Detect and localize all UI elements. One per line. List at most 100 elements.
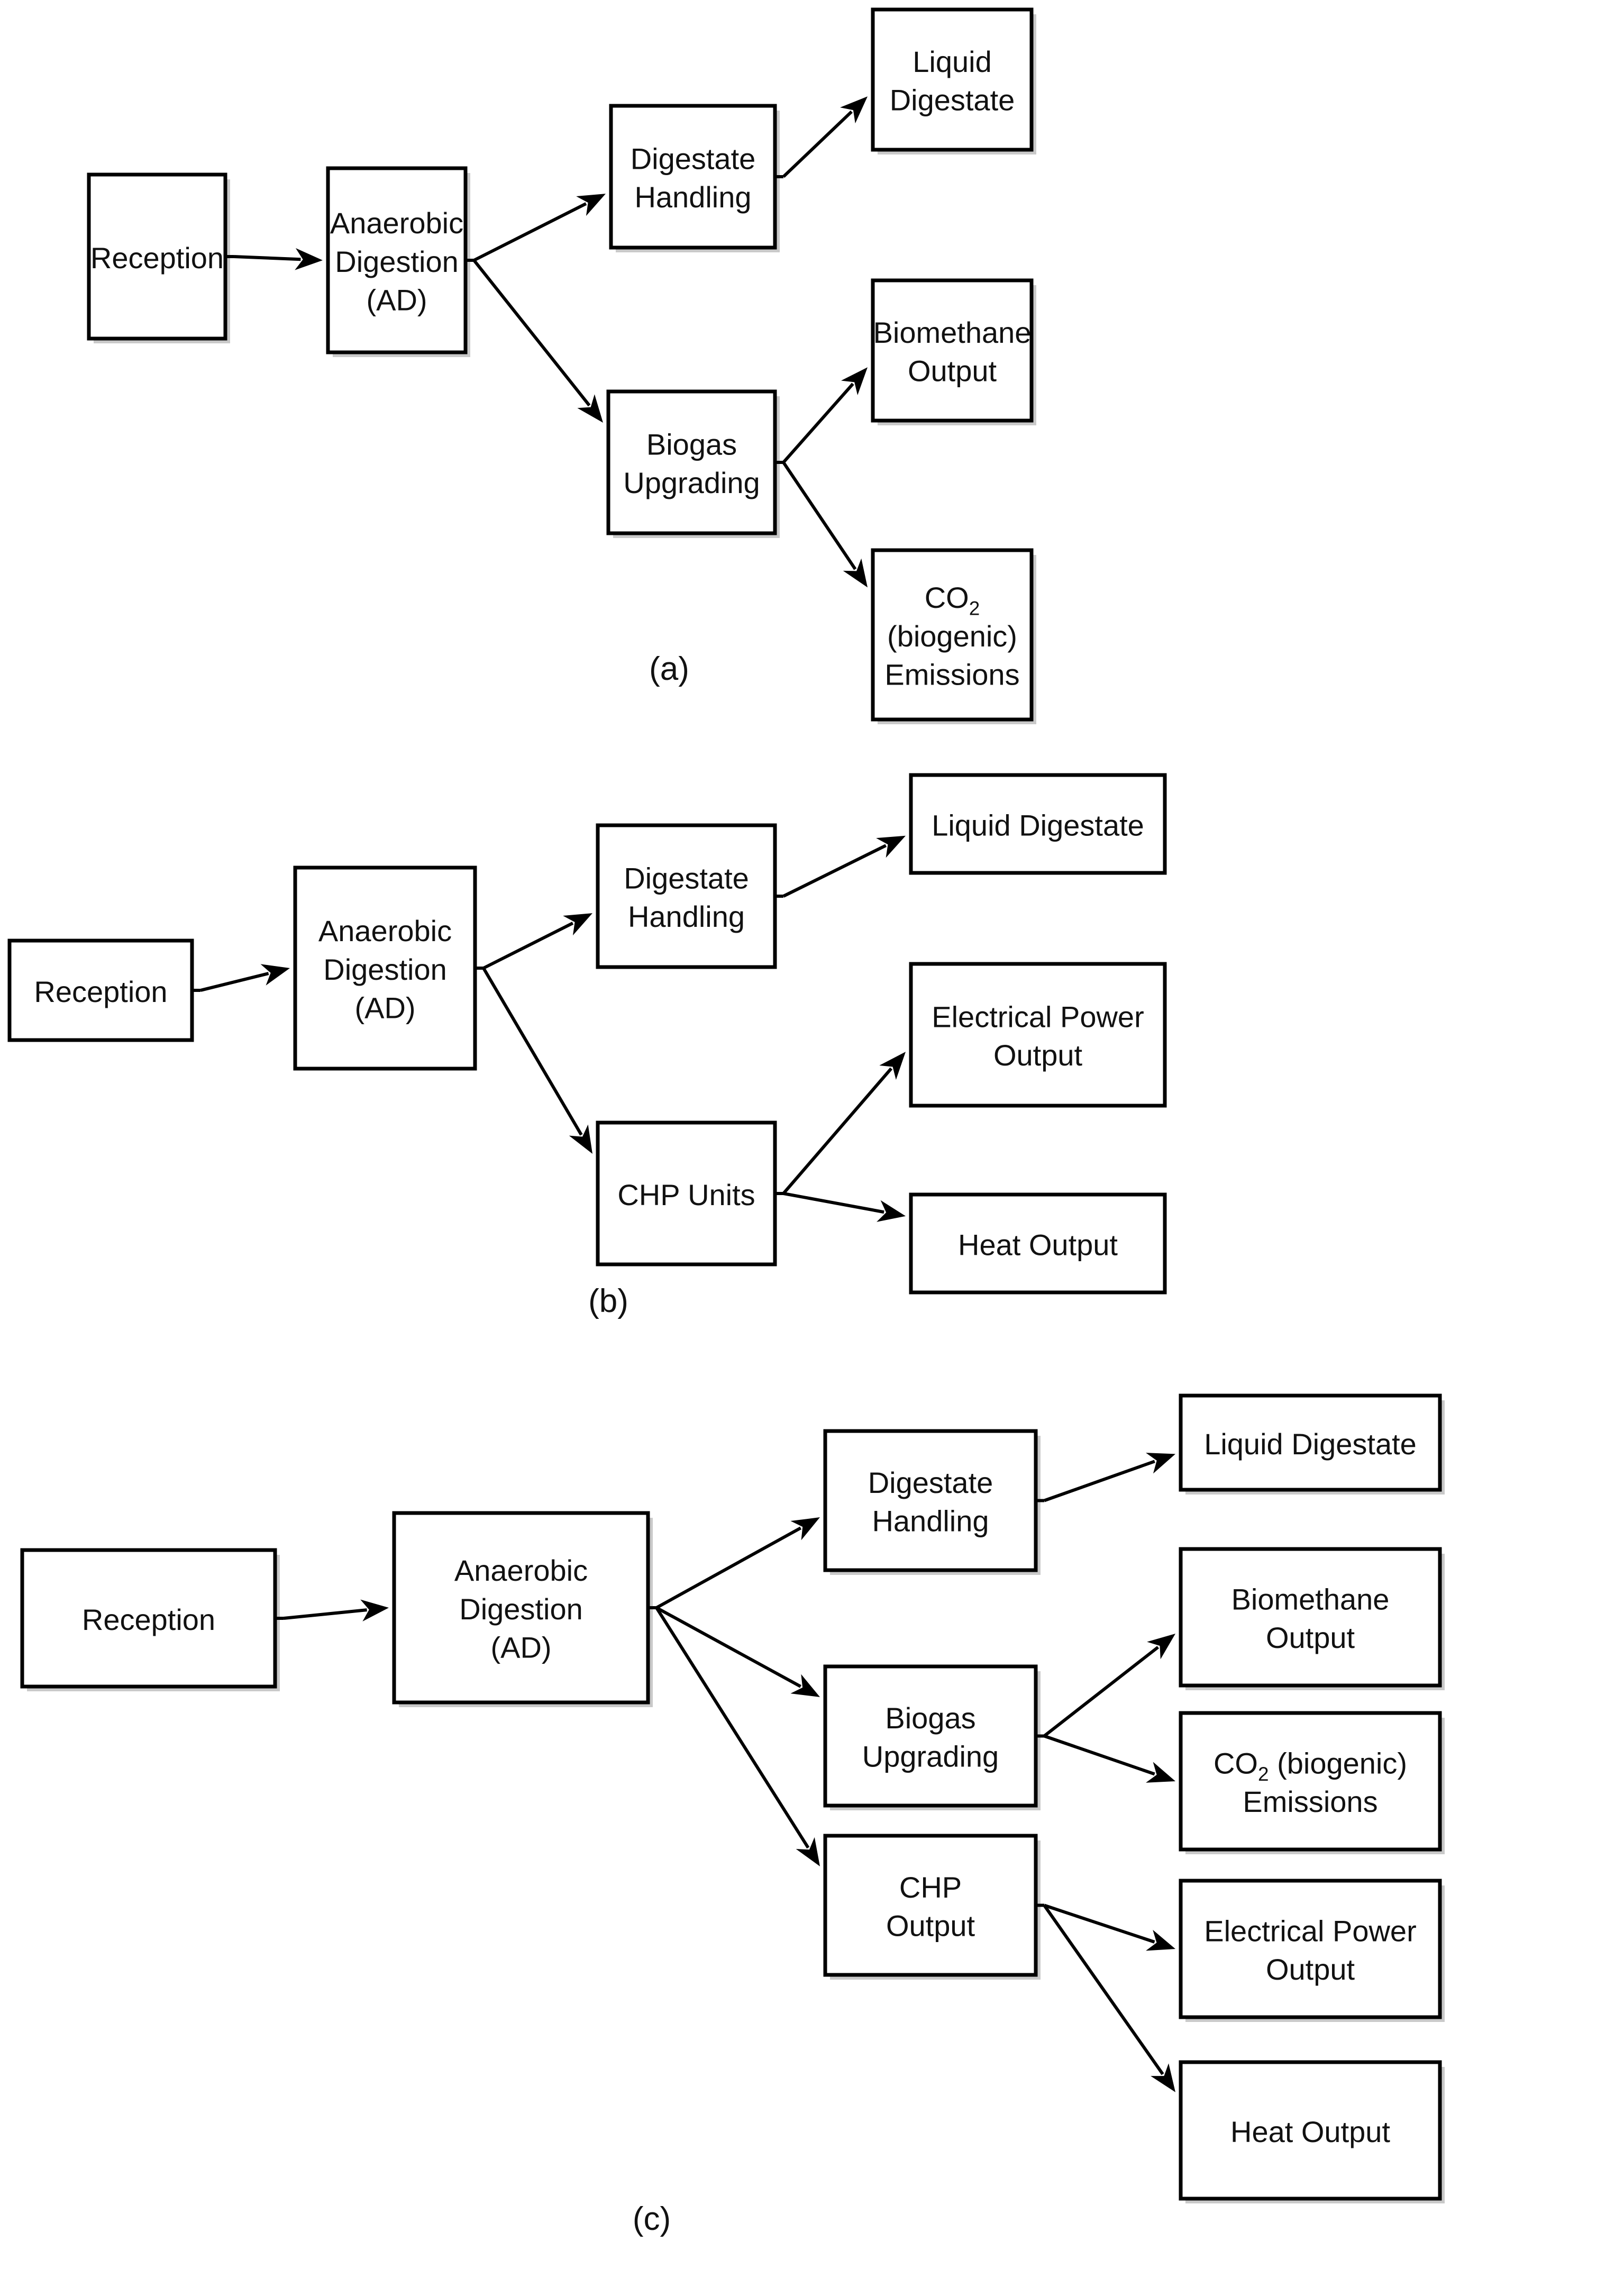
node-label: Output: [1266, 1953, 1355, 1986]
edge-line: [473, 202, 587, 262]
node-rect[interactable]: [1179, 1879, 1442, 2019]
node-rect[interactable]: [20, 1548, 277, 1689]
node-rect[interactable]: [909, 962, 1167, 1108]
arrowhead: [563, 913, 592, 936]
node-rect[interactable]: [609, 104, 777, 250]
node-b-heat[interactable]: Heat Output: [909, 1192, 1167, 1295]
arrowhead: [576, 194, 606, 216]
node-c-co2[interactable]: CO2 (biogenic)Emissions: [1179, 1711, 1445, 1854]
edge-line: [1043, 1460, 1155, 1502]
edge-line: [655, 1606, 801, 1688]
panel-label-panel-a: (a): [649, 651, 689, 687]
node-label: CO2 (biogenic): [1214, 1746, 1407, 1784]
node-b-reception[interactable]: Reception: [7, 938, 194, 1042]
node-b-liquid-dig[interactable]: Liquid Digestate: [909, 773, 1167, 875]
node-c-heat[interactable]: Heat Output: [1179, 2060, 1445, 2203]
node-a-co2[interactable]: CO2(biogenic)Emissions: [871, 548, 1036, 724]
edge-a-e3: [466, 259, 603, 423]
node-label: Digestate: [868, 1466, 993, 1499]
node-rect[interactable]: [606, 389, 777, 535]
node-a-reception[interactable]: Reception: [87, 172, 230, 343]
node-label: CHP: [899, 1871, 962, 1904]
edge-line: [1043, 1646, 1160, 1737]
edge-c-e8: [1036, 1903, 1175, 1951]
node-label: Handling: [872, 1505, 989, 1538]
node-rect[interactable]: [823, 1429, 1038, 1572]
arrowhead: [295, 248, 323, 270]
node-label: Anaerobic: [454, 1554, 588, 1587]
arrowhead: [260, 964, 290, 986]
edge-line: [482, 922, 574, 970]
edge-b-e5: [775, 1052, 906, 1195]
node-rect[interactable]: [909, 773, 1167, 875]
arrowhead: [1151, 2063, 1175, 2092]
node-label: Heat Output: [1230, 2115, 1390, 2148]
edge-line: [482, 967, 583, 1136]
node-label: Digestion: [335, 245, 458, 278]
edge-line: [233, 255, 301, 261]
node-label: Liquid Digestate: [932, 808, 1144, 842]
node-c-reception[interactable]: Reception: [20, 1548, 280, 1691]
edge-b-e6: [775, 1192, 906, 1222]
arrowhead: [796, 1837, 820, 1866]
node-label: Liquid Digestate: [1204, 1427, 1417, 1461]
node-rect[interactable]: [1179, 1711, 1442, 1852]
node-rect[interactable]: [1179, 1547, 1442, 1688]
node-rect[interactable]: [293, 865, 477, 1071]
node-label: Digestate: [890, 84, 1015, 117]
node-label: (AD): [354, 991, 415, 1025]
panel-label-panel-b: (b): [588, 1283, 628, 1319]
node-rect[interactable]: [871, 548, 1034, 722]
node-rect[interactable]: [909, 1192, 1167, 1295]
node-label: Reception: [90, 241, 224, 275]
node-rect[interactable]: [823, 1664, 1038, 1808]
node-rect[interactable]: [823, 1834, 1038, 1977]
arrowhead: [841, 367, 868, 396]
node-label: CHP Units: [617, 1178, 755, 1211]
node-label: Output: [908, 354, 997, 388]
node-rect[interactable]: [871, 278, 1034, 423]
edge-line: [655, 1526, 802, 1609]
node-rect[interactable]: [1179, 2060, 1442, 2201]
arrowhead: [569, 1124, 592, 1154]
node-label: Reception: [34, 975, 167, 1008]
edge-line: [1043, 1904, 1164, 2075]
arrowhead: [790, 1517, 820, 1541]
node-rect[interactable]: [871, 7, 1034, 152]
node-rect[interactable]: [87, 172, 227, 341]
node-rect[interactable]: [1179, 1393, 1442, 1492]
node-label: Digestate: [624, 861, 749, 895]
edge-a-e6: [775, 461, 868, 588]
node-rect[interactable]: [596, 823, 777, 969]
node-b-chp[interactable]: CHP Units: [596, 1120, 777, 1266]
node-c-liquid-dig[interactable]: Liquid Digestate: [1179, 1393, 1445, 1495]
edge-line: [200, 972, 269, 992]
edge-a-e4: [775, 96, 868, 178]
node-label: Digestion: [323, 953, 446, 986]
node-rect[interactable]: [392, 1511, 650, 1705]
edge-line: [782, 382, 854, 463]
node-label: Biogas: [885, 1701, 975, 1735]
edge-b-e3: [475, 967, 592, 1154]
node-label: (AD): [490, 1631, 551, 1664]
node-rect[interactable]: [596, 1120, 777, 1266]
edge-line: [655, 1607, 810, 1849]
edge-line: [1044, 1903, 1155, 1944]
